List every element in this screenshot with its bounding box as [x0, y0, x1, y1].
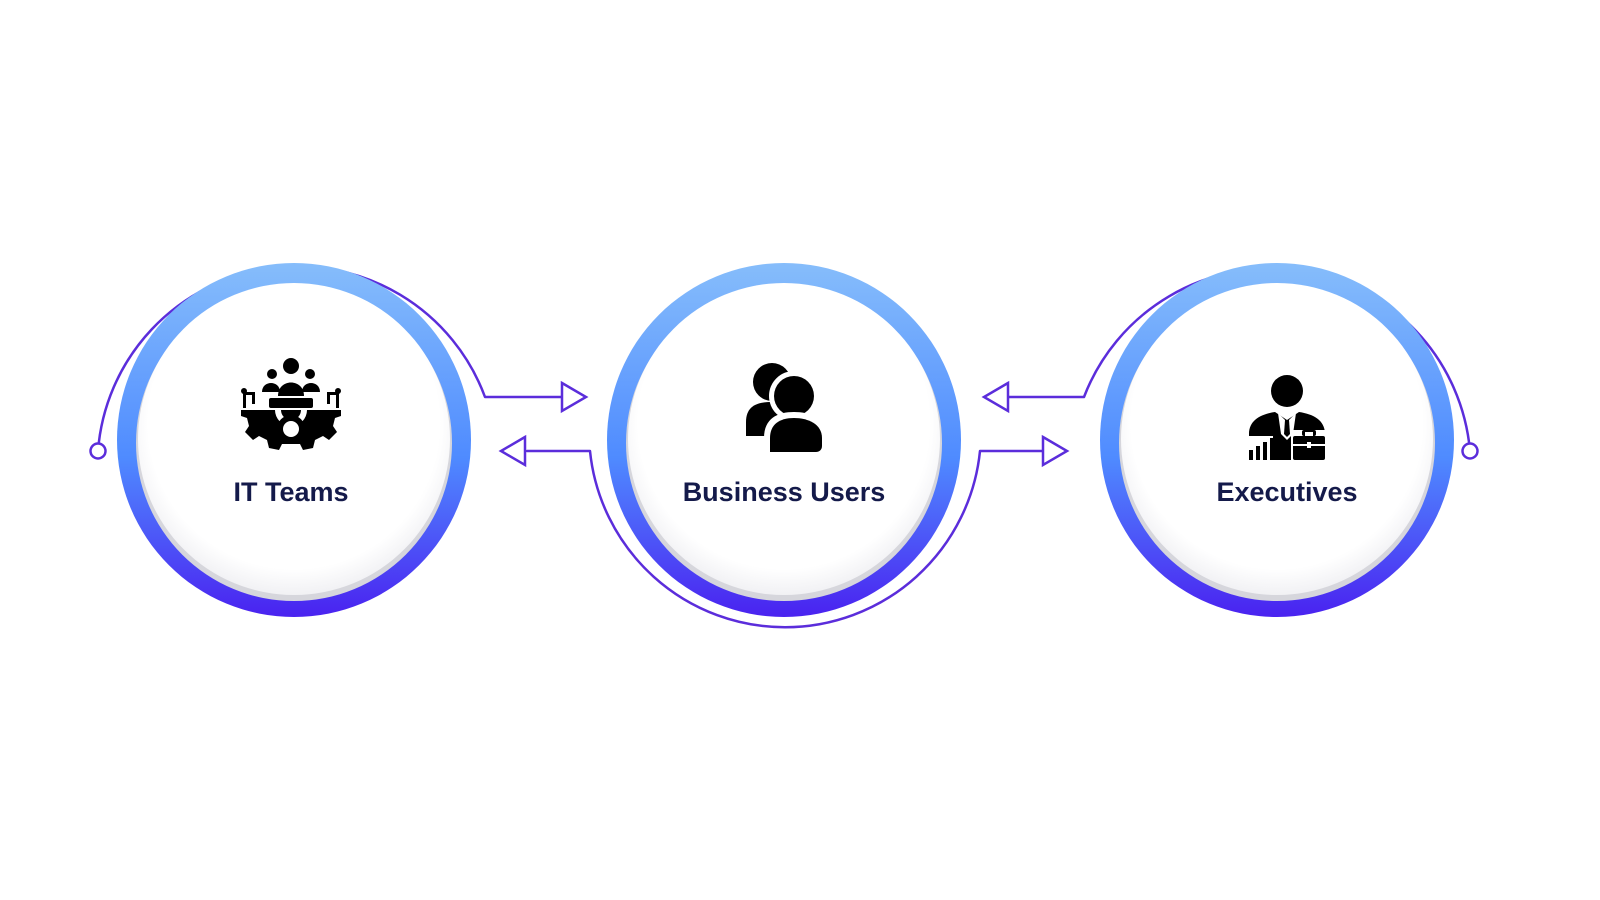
- arrowheads: [498, 380, 1070, 468]
- node-it-teams: IT Teams: [117, 263, 471, 617]
- arrow-right-to-executives-icon: [1041, 434, 1070, 468]
- arrow-right-to-business-icon: [560, 380, 589, 414]
- users-icon: [746, 363, 826, 456]
- connector-business-loop: [525, 449, 1045, 629]
- left-end-dot: [89, 442, 107, 460]
- executive-icon: [1247, 375, 1327, 462]
- node-label-business-users: Business Users: [683, 477, 886, 507]
- arrow-left-to-it-icon: [498, 434, 527, 468]
- node-label-executives: Executives: [1216, 477, 1357, 507]
- node-label-it-teams: IT Teams: [233, 477, 348, 507]
- arrow-left-to-business-icon: [981, 380, 1010, 414]
- right-end-dot: [1461, 442, 1479, 460]
- it-team-gear-icon: [241, 358, 341, 450]
- node-business-users: Business Users: [607, 263, 961, 617]
- node-executives: Executives: [1100, 263, 1454, 617]
